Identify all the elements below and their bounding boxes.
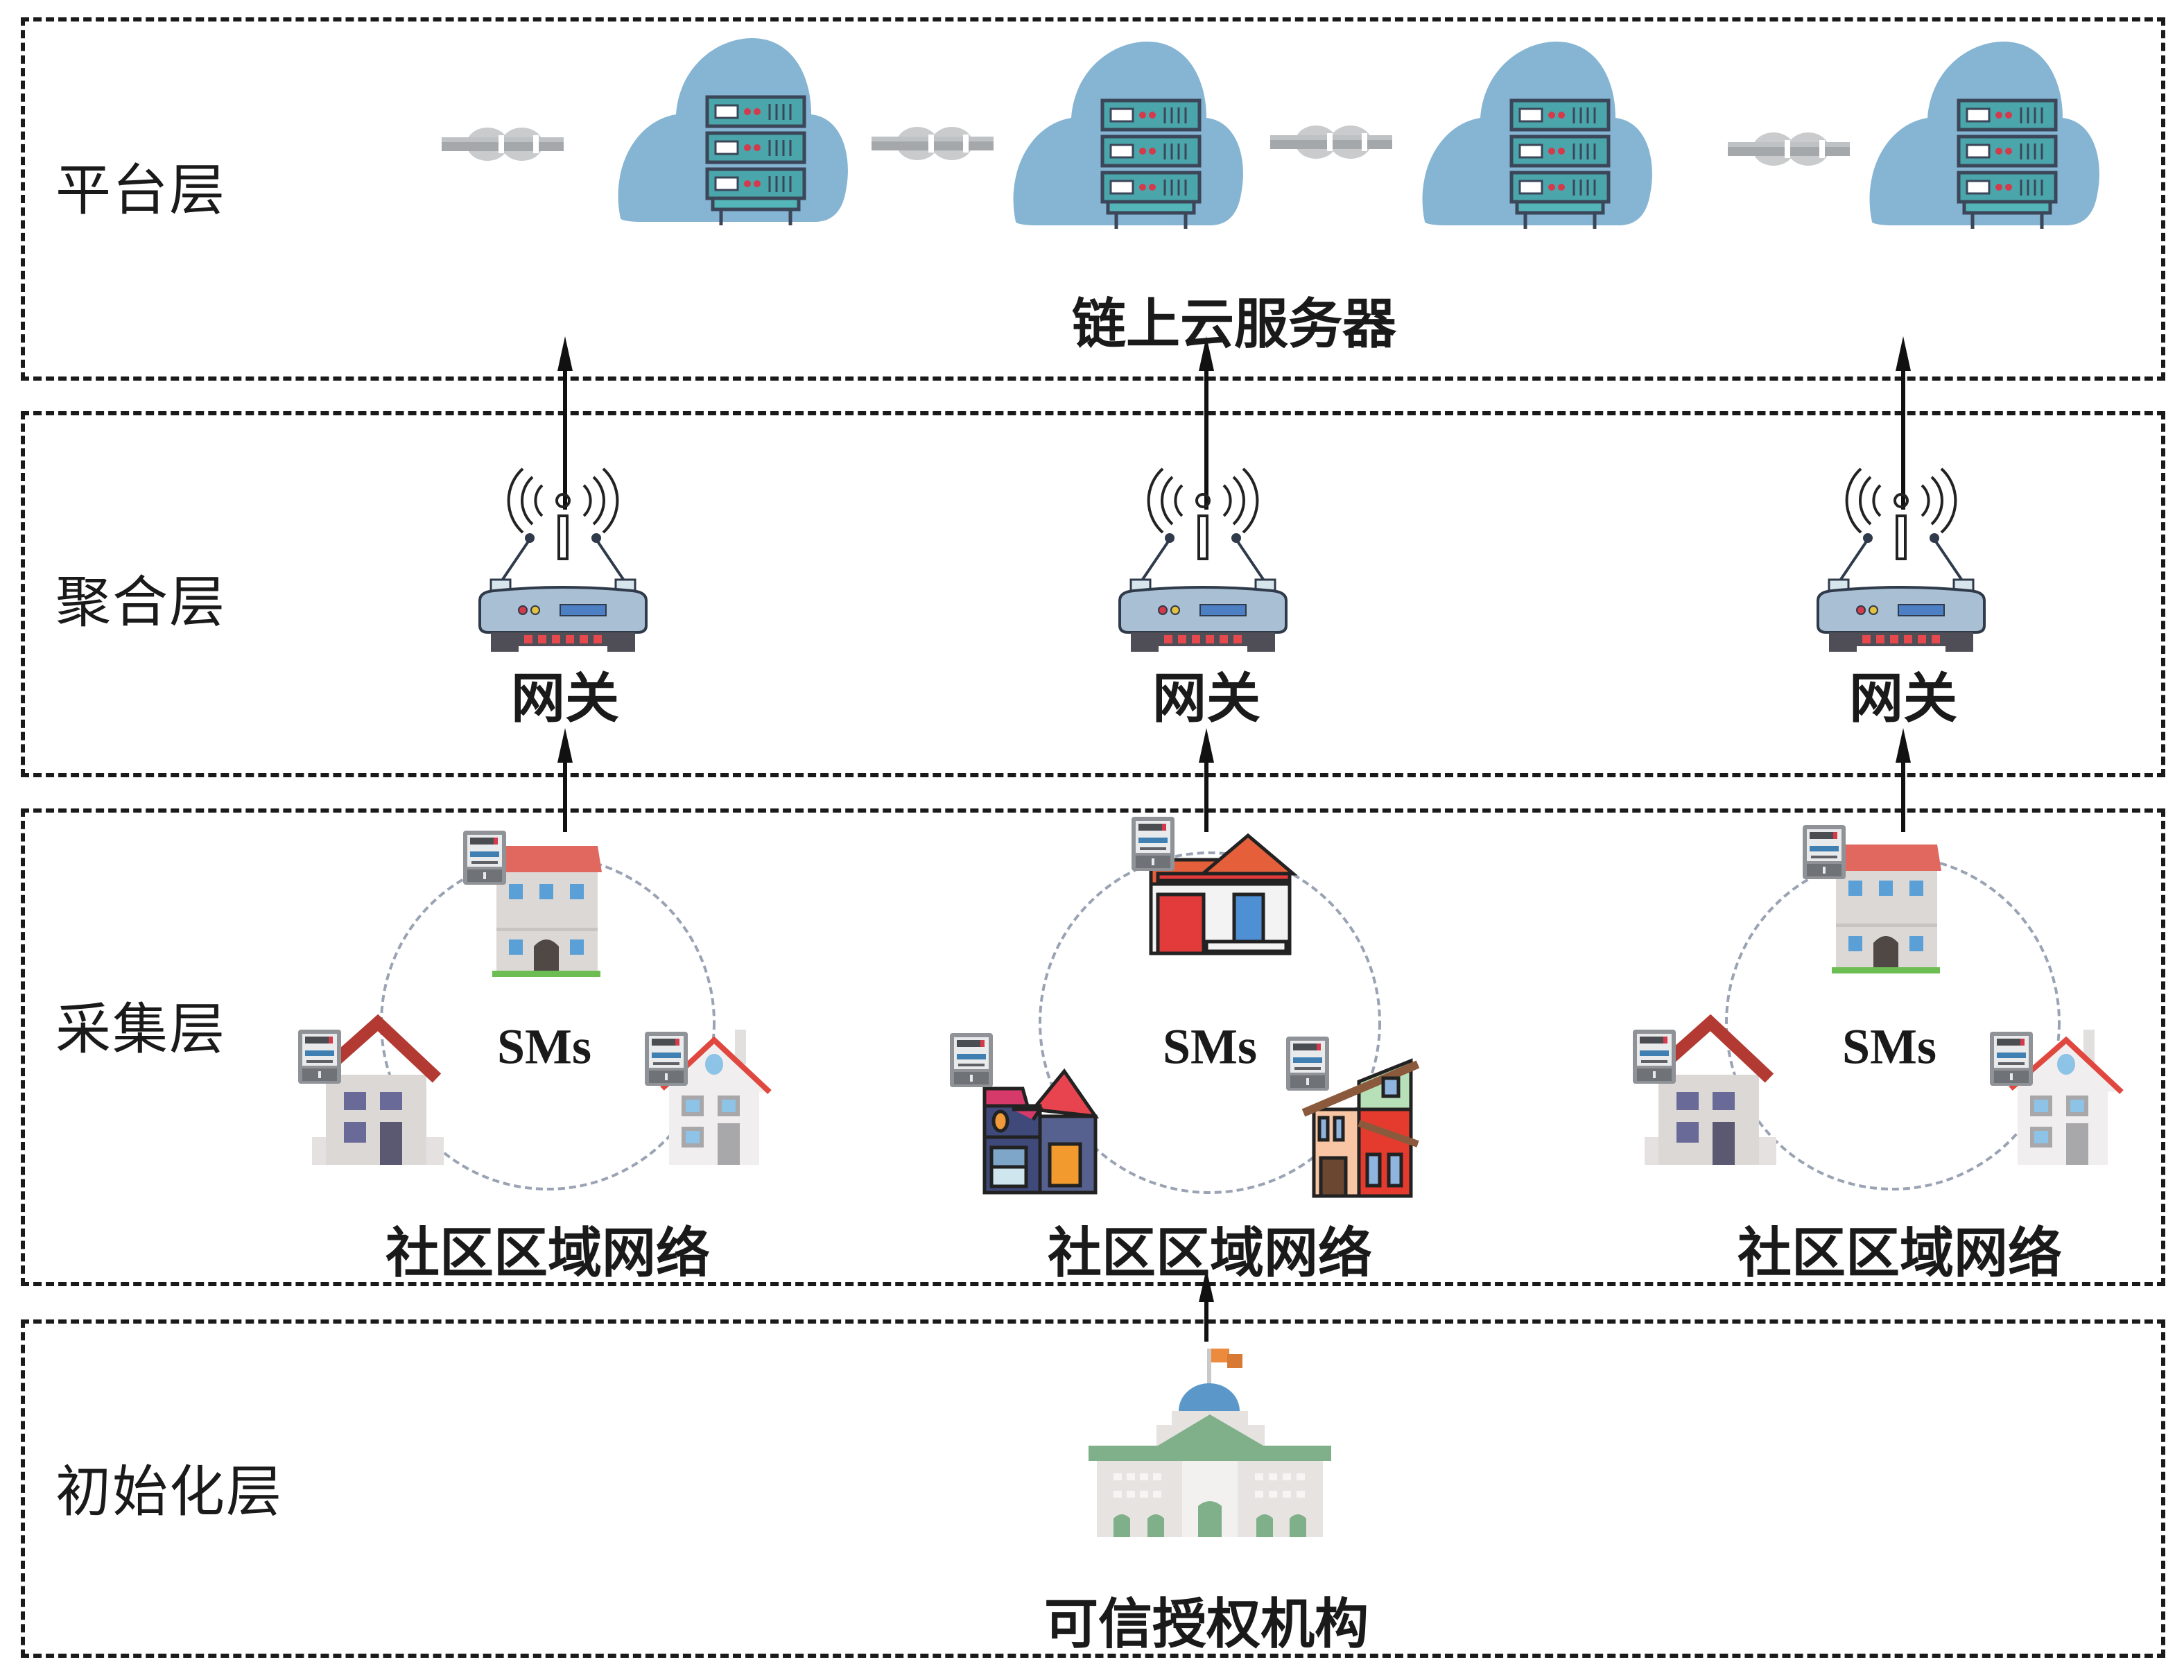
smart-meters-label: SMs [1841,1019,1937,1075]
layer-label-platform: 平台层 [55,158,226,223]
cloud-server-icon [1423,42,1652,229]
house-icon [2009,1030,2124,1165]
arrow-up-icon [1199,728,1214,832]
arrow-up-icon [1896,728,1911,832]
smart-meters-label: SMs [496,1019,592,1075]
smart-meters-label: SMs [1162,1019,1258,1075]
house-icon [660,1030,772,1165]
house-icon [311,1014,444,1165]
smart-meter-icon [463,831,506,885]
cloud-server-icon [1870,42,2099,229]
arrow-up-icon [1896,336,1911,510]
arrow-up-icon [557,728,573,832]
arrow-up-icon [1199,336,1214,510]
community-network-label: 社区区域网络 [1737,1222,2063,1285]
chain-link-icon [1270,125,1392,159]
network-ring [1725,855,2061,1190]
layer-label-initialization: 初始化层 [55,1460,283,1524]
smart-meter-icon [1990,1032,2033,1086]
smart-meter-icon [1286,1037,1329,1091]
community-network-label: 社区区域网络 [385,1222,711,1285]
chain-link-icon [1728,132,1850,166]
smart-meter-icon [1803,825,1846,879]
smart-meter-icon [645,1032,688,1086]
gateway-label: 网关 [1848,667,1958,730]
smart-meter-icon [1132,817,1175,871]
collection-layer-box [21,808,2165,1286]
chain-link-icon [442,128,564,161]
layer-label-collection: 采集层 [55,997,226,1062]
smart-meter-icon [298,1030,341,1084]
arrow-up-icon [557,336,573,510]
house-icon [982,1068,1100,1195]
aggregation-layer-box [21,411,2165,777]
community-network-label: 社区区域网络 [1047,1222,1373,1285]
cloud-servers-label: 链上云服务器 [1071,293,1397,356]
network-ring [1039,851,1381,1194]
house-icon [1832,845,1941,973]
gateway-router-icon [1118,467,1288,653]
cloud-server-icon [1014,42,1243,229]
house-icon [492,846,602,977]
platform-layer-box [21,17,2165,381]
trusted-authority-label: 可信授权机构 [1043,1593,1369,1656]
gateway-label: 网关 [1152,667,1261,730]
smart-meter-icon [950,1033,993,1087]
initialization-layer-box [21,1319,2165,1658]
house-icon [1149,833,1298,955]
house-icon [1301,1058,1420,1198]
smart-meter-icon [1633,1030,1676,1084]
arrow-up-icon [1199,1269,1214,1342]
trusted-authority-building-icon [1089,1349,1331,1537]
gateway-label: 网关 [510,667,620,730]
cloud-server-icon [618,38,848,225]
chain-link-icon [872,127,994,160]
layer-label-aggregation: 聚合层 [55,570,226,634]
